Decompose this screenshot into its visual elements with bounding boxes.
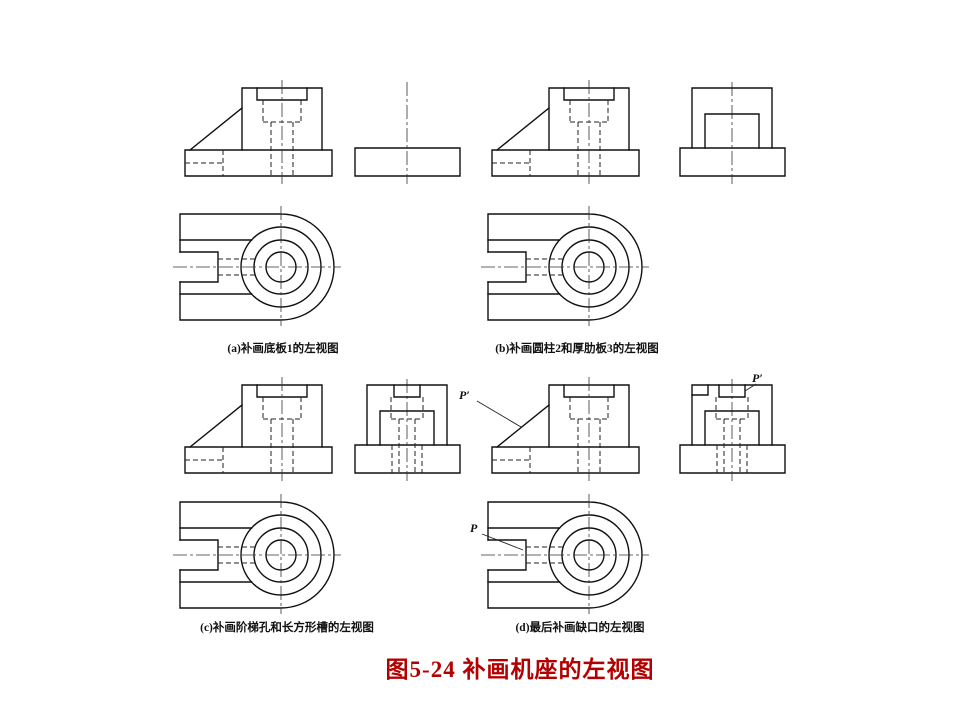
label-p-prime-left: P′ [752,371,763,385]
leader-p-top [481,533,524,551]
leader-p-prime-front [476,400,522,428]
figure-a [172,79,461,327]
left-view-d-notch [691,384,709,396]
top-view-c [172,493,342,615]
left-view-d [679,378,786,482]
caption-c: (c)补画阶梯孔和长方形槽的左视图 [200,622,374,634]
label-p-top: P [470,521,478,535]
caption-d: (d)最后补画缺口的左视图 [515,622,645,634]
label-p-prime-front: P′ [459,388,470,402]
leader-p-prime-left [744,383,757,392]
top-view-d [480,493,650,615]
left-view-a [354,81,461,185]
front-view-c [184,376,333,482]
front-view-a [184,79,333,185]
left-view-b [679,81,786,185]
front-view-d [491,376,640,482]
top-view-b [480,205,650,327]
figure-c [172,376,461,615]
figure-title: 图5-24 补画机座的左视图 [385,657,655,682]
left-view-c [354,378,461,482]
caption-b: (b)补画圆柱2和厚肋板3的左视图 [495,343,659,355]
top-view-a [172,205,342,327]
caption-a: (a)补画底板1的左视图 [227,343,339,355]
figure-b [480,79,786,327]
front-view-b [491,79,640,185]
figure-d: P′ P′ P [459,371,786,615]
